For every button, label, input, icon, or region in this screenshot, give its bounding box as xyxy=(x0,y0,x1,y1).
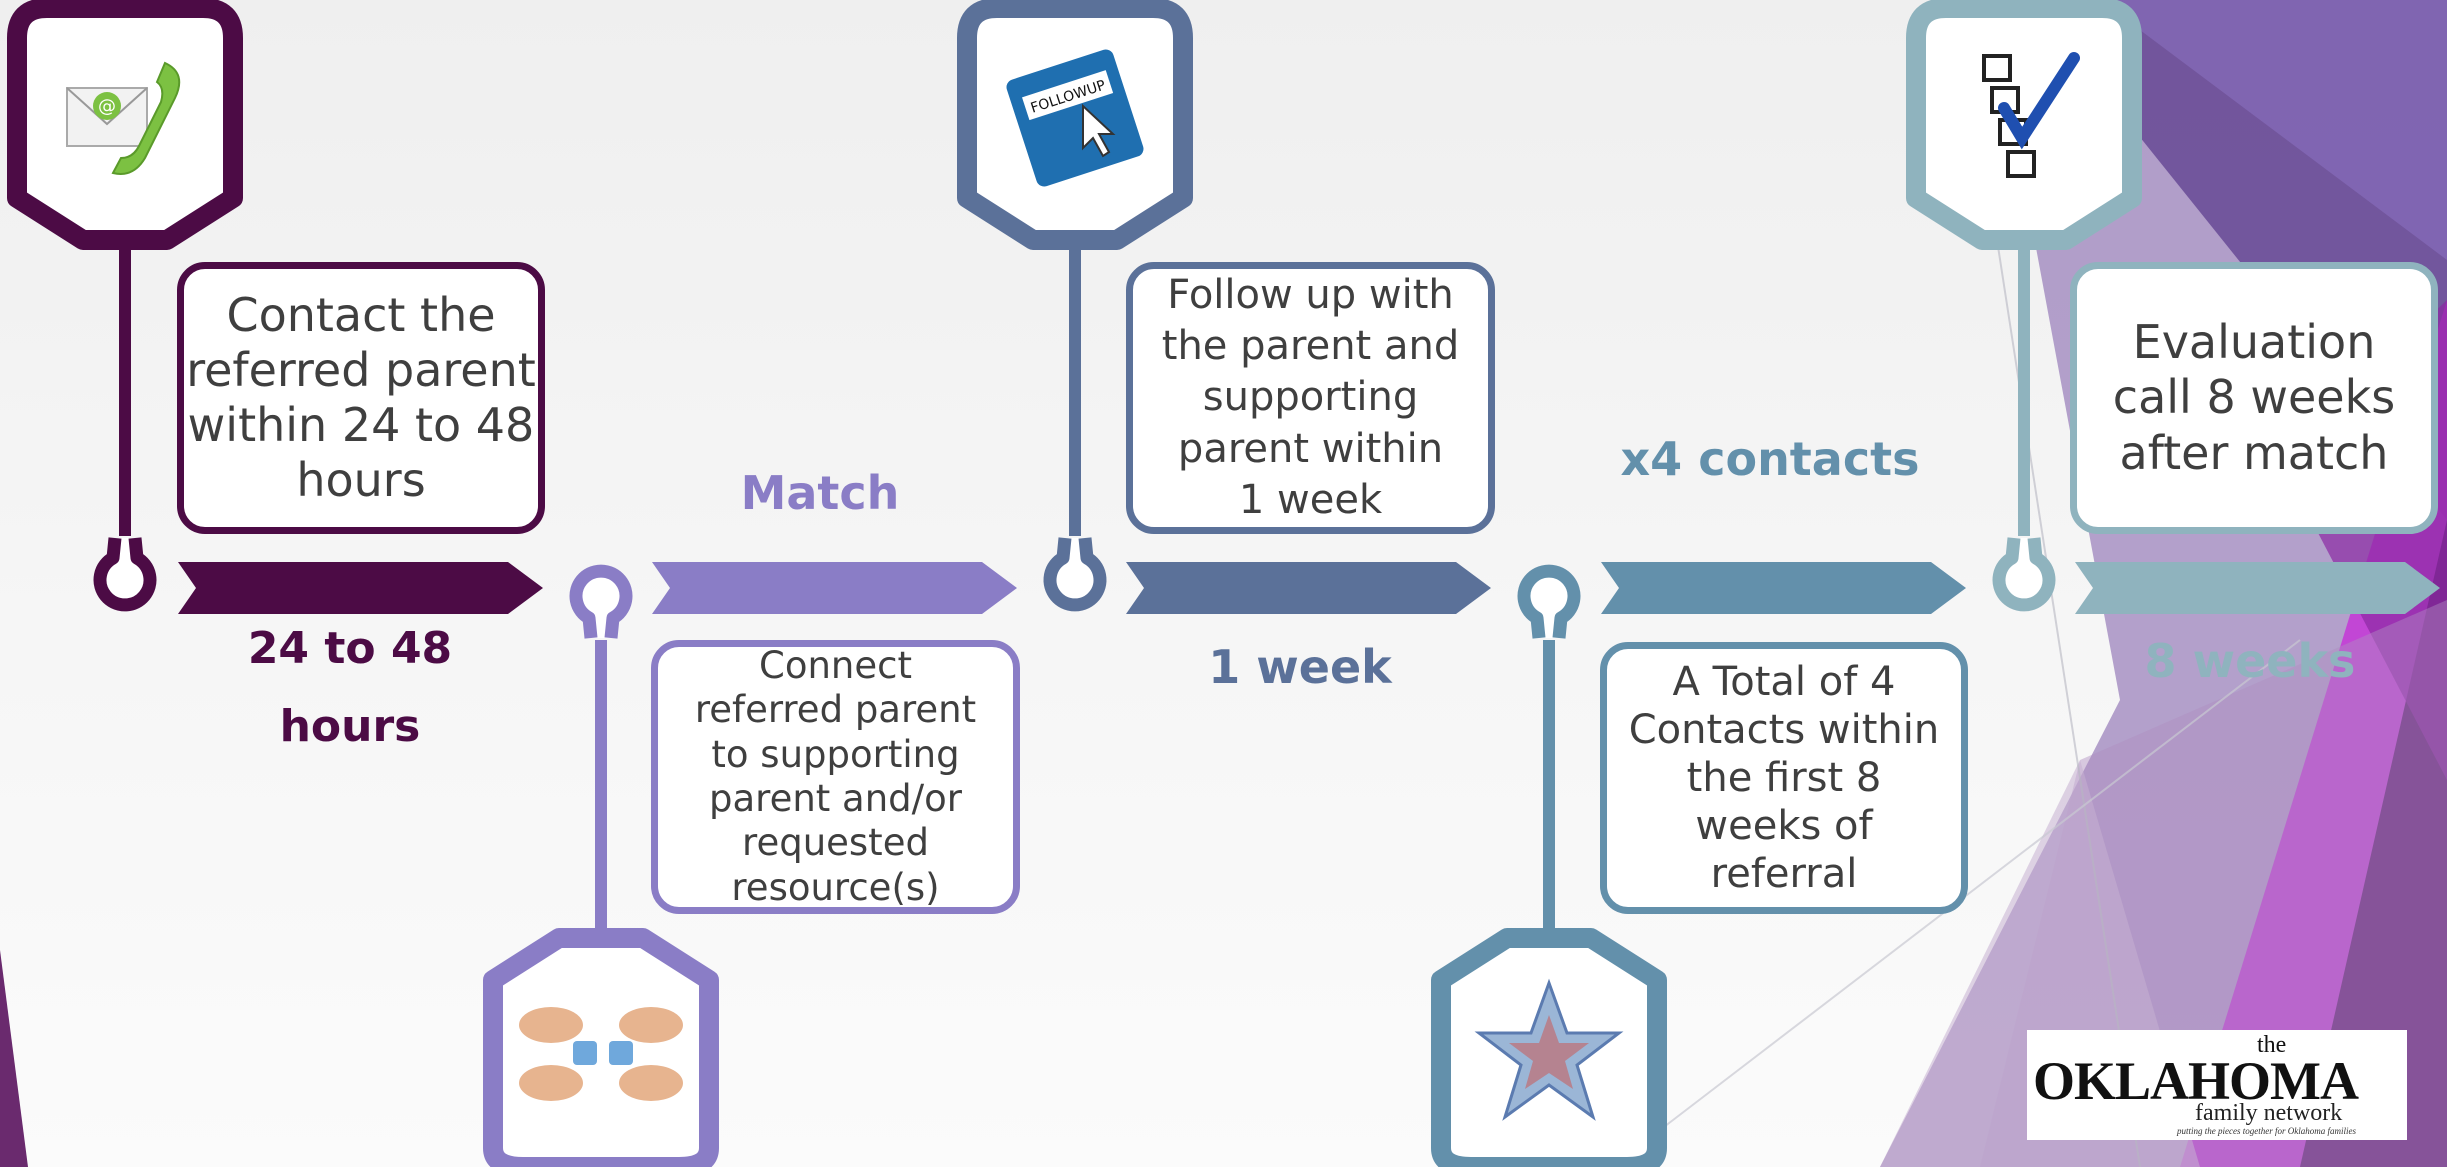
email-phone-icon: @ xyxy=(66,61,181,175)
svg-text:@: @ xyxy=(98,96,116,117)
step-3-text: Follow up with the parent and supporting… xyxy=(1161,272,1460,523)
follow-up-key-icon: FOLLOWUP xyxy=(1006,49,1144,187)
step-1-box: Contact the referred parent within 24 to… xyxy=(177,262,545,534)
step-1-pin xyxy=(93,537,157,612)
logo-the: the xyxy=(2257,1032,2287,1058)
step-2-badge xyxy=(483,928,719,1167)
step-2-pin xyxy=(569,564,633,639)
step-4-box: A Total of 4 Contacts within the first 8… xyxy=(1600,642,1968,914)
puzzle-hands-icon xyxy=(519,1007,683,1101)
step-3-duration: 1 week xyxy=(1208,640,1392,694)
step-2-box: Connect referred parent to supporting pa… xyxy=(651,640,1020,914)
step-2-arrow xyxy=(652,562,1017,614)
logo-main: OKLAHOMA xyxy=(2033,1051,2359,1111)
word-cloud-star-icon xyxy=(1474,978,1624,1121)
step-1-text: Contact the referred parent within 24 to… xyxy=(186,287,536,508)
step-1-arrow xyxy=(178,562,543,614)
step-5-arrow xyxy=(2075,562,2440,614)
step-3-box: Follow up with the parent and supporting… xyxy=(1126,262,1495,534)
step-3-pin xyxy=(1043,537,1107,612)
step-2-text: Connect referred parent to supporting pa… xyxy=(694,643,977,909)
step-1-duration: 24 to 48 hours xyxy=(247,623,453,752)
step-5-duration: 8 weeks xyxy=(2144,634,2356,688)
step-5-box: Evaluation call 8 weeks after match xyxy=(2070,262,2438,534)
oklahoma-family-network-logo: the OKLAHOMA family network putting the … xyxy=(2027,1030,2407,1140)
logo-tagline: putting the pieces together for Oklahoma… xyxy=(2177,1126,2356,1136)
step-2-duration: Match xyxy=(740,466,900,520)
step-4-duration: x4 contacts xyxy=(1620,432,1920,486)
logo-sub: family network xyxy=(2195,1100,2343,1126)
step-3-arrow xyxy=(1126,562,1491,614)
step-5-pin xyxy=(1992,537,2056,612)
step-4-pin xyxy=(1517,564,1581,639)
checklist-icon xyxy=(1982,52,2080,178)
step-4-text: A Total of 4 Contacts within the first 8… xyxy=(1628,659,1940,897)
step-4-arrow xyxy=(1601,562,1966,614)
step-5-text: Evaluation call 8 weeks after match xyxy=(2112,315,2396,480)
